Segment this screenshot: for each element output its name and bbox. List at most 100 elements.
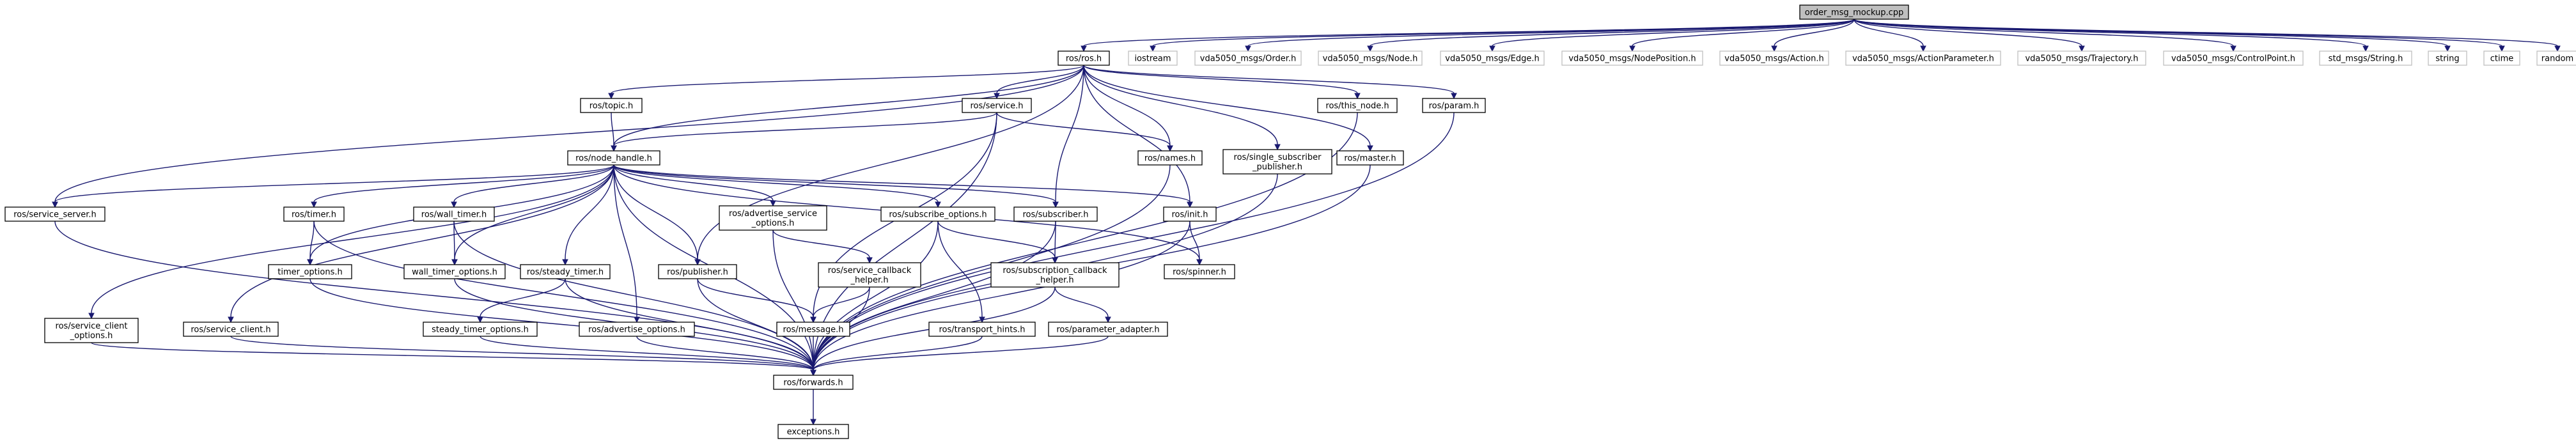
node-ros-publisher-h[interactable]: ros/publisher.h [658, 264, 737, 279]
node-ros-this-node-h[interactable]: ros/this_node.h [1317, 98, 1398, 113]
node-ros-service-client-h[interactable]: ros/service_client.h [183, 322, 279, 337]
node-ros-advertise-options-h[interactable]: ros/advertise_options.h [579, 322, 695, 337]
node-ros-node-handle-h[interactable]: ros/node_handle.h [567, 150, 660, 166]
node-box [268, 264, 352, 279]
node-box [413, 206, 495, 222]
node-ros-service-client-options-h[interactable]: ros/service_client_options.h [44, 318, 139, 343]
node-ros-timer-h[interactable]: ros/timer.h [283, 206, 345, 222]
node-label: ros/wall_timer.h [421, 210, 487, 220]
node-ros-message-h[interactable]: ros/message.h [776, 322, 850, 337]
node-ros-service-server-h[interactable]: ros/service_server.h [4, 206, 105, 222]
node-ros-subscription-callback-helper-h[interactable]: ros/subscription_callback_helper.h [990, 262, 1120, 288]
node-label: ros/transport_hints.h [939, 325, 1025, 335]
node-ctime: ctime [2483, 51, 2520, 66]
node-box [1719, 51, 1829, 66]
node-random: random [2536, 51, 2576, 66]
arrowhead [1052, 257, 1058, 264]
node-label: ros/spinner.h [1173, 268, 1226, 277]
arrowhead [2499, 45, 2505, 52]
node-box [990, 262, 1120, 288]
node-box [283, 206, 345, 222]
node-ros-init-h[interactable]: ros/init.h [1163, 206, 1217, 222]
arrowhead [935, 201, 941, 208]
edge-ros-advertise-service-options-h-to-ros-service-callback-helper-h [772, 229, 873, 264]
arrowhead [1629, 45, 1635, 52]
edge-ros-node-handle-h-to-ros-subscriber-h [613, 164, 1059, 208]
arrowhead [770, 200, 776, 207]
node-label: _options.h [70, 331, 113, 341]
node-label: _options.h [751, 219, 795, 228]
arrowhead [1367, 145, 1373, 152]
node-ros-subscriber-h[interactable]: ros/subscriber.h [1013, 206, 1098, 222]
node-ros-steady-timer-h[interactable]: ros/steady_timer.h [520, 264, 611, 279]
node-vda5050-msgs-controlpoint-h: vda5050_msgs/ControlPoint.h [2163, 51, 2304, 66]
node-ros-spinner-h[interactable]: ros/spinner.h [1164, 264, 1235, 279]
node-box [567, 150, 660, 166]
node-ros-master-h[interactable]: ros/master.h [1336, 150, 1404, 166]
node-box [658, 264, 737, 279]
node-vda5050-msgs-edge-h: vda5050_msgs/Edge.h [1440, 51, 1545, 66]
edge-ros-node-handle-h-to-ros-service-server-h [52, 164, 614, 208]
edge-ros-node-handle-h-to-ros-steady-timer-h [562, 164, 614, 266]
arrowhead [1354, 93, 1361, 100]
node-ros-parameter-adapter-h[interactable]: ros/parameter_adapter.h [1048, 322, 1168, 337]
arrowhead [2362, 45, 2369, 52]
node-box [1336, 150, 1404, 166]
node-label: exceptions.h [787, 428, 840, 437]
arrowhead [477, 316, 483, 323]
edge-ros-ros-h-to-ros-publisher-h [694, 65, 1084, 266]
node-ros-single-subscriber-publisher-h[interactable]: ros/single_subscriber_publisher.h [1222, 149, 1332, 175]
node-box [1013, 206, 1098, 222]
node-ros-wall-timer-h[interactable]: ros/wall_timer.h [413, 206, 495, 222]
edge-ros-ros-h-to-ros-topic-h [608, 65, 1084, 100]
node-ros-service-h[interactable]: ros/service.h [962, 98, 1032, 113]
node-ros-ros-h[interactable]: ros/ros.h [1058, 51, 1110, 66]
edge-order-msg-mockup-cpp-to-vda5050-msgs-nodeposition-h [1629, 19, 1855, 52]
node-ros-names-h[interactable]: ros/names.h [1137, 150, 1203, 166]
node-label: std_msgs/String.h [2329, 54, 2403, 64]
edge-ros-node-handle-h-to-ros-timer-h [311, 164, 614, 208]
edge-ros-subscribe-options-h-to-ros-forwards-h [810, 221, 939, 377]
node-ros-transport-hints-h[interactable]: ros/transport_hints.h [928, 322, 1036, 337]
node-ros-param-h[interactable]: ros/param.h [1422, 98, 1486, 113]
node-box [2483, 51, 2520, 66]
edge-order-msg-mockup-cpp-to-ctime [1854, 19, 2505, 52]
arrowhead [810, 419, 816, 426]
node-label: vda5050_msgs/Node.h [1323, 54, 1418, 64]
node-box [2319, 51, 2412, 66]
node-box [1318, 51, 1423, 66]
arrowhead [1105, 316, 1111, 323]
edge-ros-steady-timer-h-to-steady-timer-options-h [477, 278, 566, 323]
node-ros-topic-h[interactable]: ros/topic.h [580, 98, 643, 113]
node-ros-service-callback-helper-h[interactable]: ros/service_callback_helper.h [818, 262, 921, 288]
node-label: vda5050_msgs/Trajectory.h [2025, 54, 2138, 64]
arrowhead [1489, 45, 1495, 52]
node-ros-subscribe-options-h[interactable]: ros/subscribe_options.h [880, 206, 995, 222]
edge-ros-service-h-to-ros-names-h [996, 112, 1173, 152]
node-box [1194, 51, 1302, 66]
node-box [423, 322, 538, 337]
node-ros-forwards-h[interactable]: ros/forwards.h [773, 375, 854, 390]
node-steady-timer-options-h[interactable]: steady_timer_options.h [423, 322, 538, 337]
node-wall-timer-options-h[interactable]: wall_timer_options.h [403, 264, 506, 279]
dependency-edges [52, 19, 2561, 426]
arrowhead [1920, 45, 1926, 52]
node-timer-options-h[interactable]: timer_options.h [268, 264, 352, 279]
node-exceptions-h[interactable]: exceptions.h [777, 424, 849, 439]
node-box [183, 322, 279, 337]
node-label: ros/service_server.h [13, 210, 97, 220]
edge-ros-node-handle-h-to-ros-publisher-h [613, 164, 701, 266]
node-box [962, 98, 1032, 113]
node-label: ros/param.h [1429, 102, 1479, 111]
node-box [776, 322, 850, 337]
edge-order-msg-mockup-cpp-to-vda5050-msgs-controlpoint-h [1854, 19, 2236, 52]
arrowhead [2444, 45, 2451, 52]
arrowhead [1274, 144, 1281, 151]
node-box [2428, 51, 2467, 66]
edge-ros-service-callback-helper-h-to-ros-message-h [810, 286, 870, 323]
node-label: vda5050_msgs/NodePosition.h [1568, 54, 1696, 64]
node-ros-advertise-service-options-h[interactable]: ros/advertise_service_options.h [719, 205, 827, 231]
node-order-msg-mockup-cpp[interactable]: order_msg_mockup.cpp [1799, 4, 1909, 20]
arrowhead [2230, 45, 2236, 52]
node-vda5050-msgs-trajectory-h: vda5050_msgs/Trajectory.h [2017, 51, 2146, 66]
